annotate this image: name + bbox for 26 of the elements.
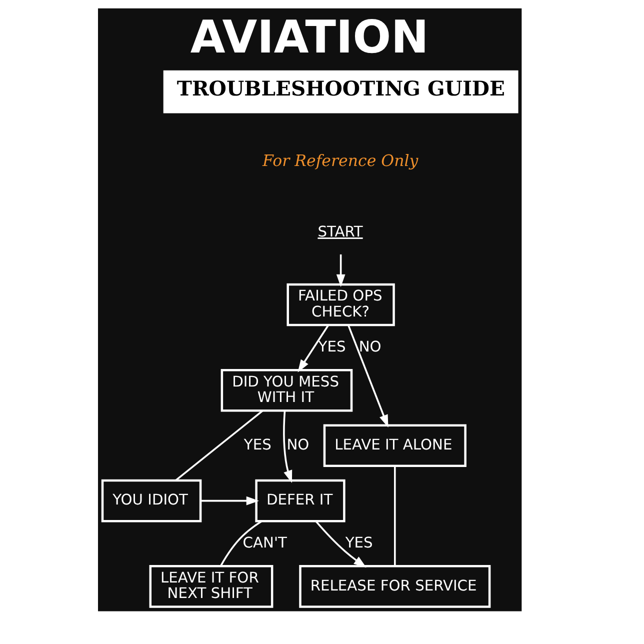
arrow — [347, 324, 388, 428]
diagram-title: AVIATION — [190, 10, 429, 64]
edge-label: YES — [318, 338, 346, 356]
arrow — [315, 520, 366, 568]
node-box: DID YOU MESS WITH IT — [220, 368, 353, 412]
node-box: LEAVE IT ALONE — [323, 424, 466, 468]
edge-label: NO — [358, 338, 382, 356]
edge-label: CAN'T — [242, 534, 287, 552]
label: TROUBLESHOOTING GUIDE — [176, 76, 505, 101]
arrow — [200, 496, 259, 506]
edge-label: YES — [345, 534, 373, 552]
node-box: RELEASE FOR SERVICE — [299, 565, 491, 608]
connector — [220, 520, 262, 566]
edge-label: NO — [286, 436, 310, 454]
arrow — [298, 324, 330, 372]
node-box: LEAVE IT FOR NEXT SHIFT — [149, 565, 274, 608]
node-box: YOU IDIOT — [101, 479, 202, 522]
node-box: FAILED OPS CHECK? — [286, 283, 395, 326]
node-text: START — [318, 223, 363, 240]
label: For Reference Only — [262, 150, 418, 170]
arrow — [336, 254, 346, 288]
edge-label: YES — [244, 436, 272, 454]
node-box: DEFER IT — [255, 479, 346, 522]
connector — [394, 466, 396, 566]
arrow — [283, 410, 292, 483]
connector — [174, 410, 264, 482]
